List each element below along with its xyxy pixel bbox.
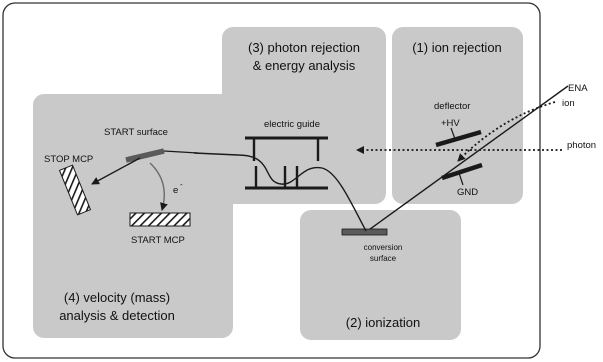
- particle-to-stop-mcp: [91, 157, 141, 185]
- ion-path-through-guide: [193, 152, 367, 232]
- label-hv: +HV: [441, 118, 460, 129]
- ena-trajectory: [365, 85, 569, 233]
- label-electric-guide: electric guide: [264, 119, 320, 130]
- label-conversion-line2: surface: [370, 254, 397, 263]
- label-start-surface: START surface: [104, 127, 168, 138]
- label-ena: ENA: [568, 83, 588, 94]
- label-ion: ion: [562, 98, 575, 109]
- label-stop-mcp: STOP MCP: [44, 154, 93, 165]
- stop-mcp: [58, 164, 92, 216]
- region-title-ion-rejection: (1) ion rejection: [412, 40, 502, 55]
- region-title-photon-rejection-line2: & energy analysis: [253, 58, 356, 73]
- deflector-plate-gnd: [441, 162, 483, 181]
- region-title-photon-rejection-line1: (3) photon rejection: [248, 40, 360, 55]
- panel-ionization: [300, 210, 461, 340]
- start-surface-link: [163, 150, 199, 154]
- panel-ion-rejection: [392, 27, 523, 204]
- region-title-velocity-line1: (4) velocity (mass): [64, 290, 170, 305]
- conversion-surface: [341, 228, 388, 236]
- label-photon: photon: [567, 140, 596, 151]
- label-gnd: GND: [457, 187, 478, 198]
- label-electron-charge: -: [180, 180, 183, 189]
- hv-lead: [450, 127, 456, 140]
- region-title-ionization: (2) ionization: [346, 315, 420, 330]
- deflector-plate-hv: [435, 129, 482, 148]
- panel-photon-rejection: [222, 27, 386, 204]
- label-conversion-line1: conversion: [364, 243, 403, 252]
- label-deflector: deflector: [434, 101, 470, 112]
- electron-trajectory: [149, 162, 168, 211]
- start-surface-plate: [125, 148, 165, 163]
- label-start-mcp: START MCP: [131, 235, 185, 246]
- start-mcp: [129, 212, 191, 227]
- gnd-lead: [458, 172, 464, 186]
- region-title-velocity-line2: analysis & detection: [59, 308, 175, 323]
- label-electron: e: [173, 185, 178, 196]
